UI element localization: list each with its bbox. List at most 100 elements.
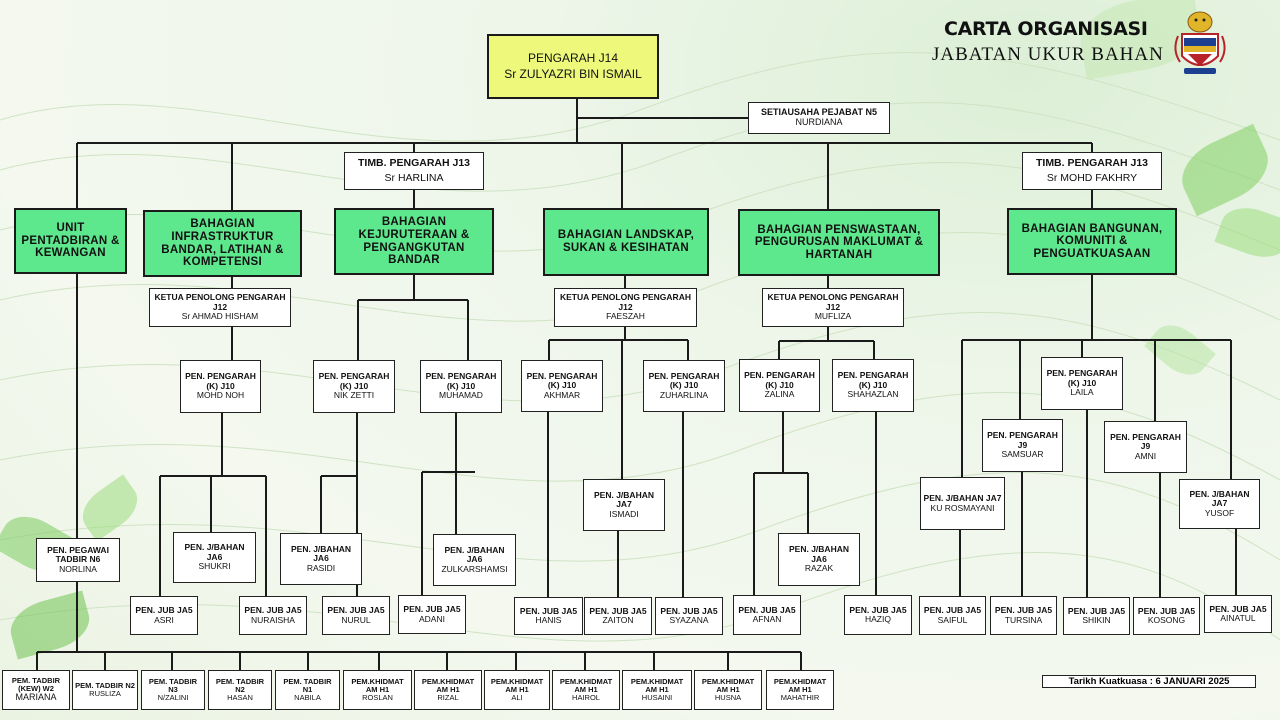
position-title: PEN. PENGARAH (K) J10 — [318, 371, 390, 391]
position-title: PEN. JUB JA5 — [327, 605, 385, 616]
position-box: KETUA PENOLONG PENGARAH J12 Sr AHMAD HIS… — [149, 288, 291, 327]
position-box: KETUA PENOLONG PENGARAH J12 MUFLIZA — [762, 288, 904, 327]
position-box: PEN. J/BAHAN JA6 RAZAK — [778, 533, 860, 586]
section-box: BAHAGIAN LANDSKAP, SUKAN & KESIHATAN — [543, 208, 709, 276]
position-title: PEM. TADBIR N3 — [148, 676, 198, 694]
position-name: HUSNA — [714, 693, 742, 703]
position-box: PEN. JUB JA5 NURUL — [322, 596, 390, 635]
position-title: PEN. J/BAHAN JA7 — [1189, 488, 1250, 509]
position-name: N/ZALINI — [157, 693, 189, 703]
section-label: BAHAGIAN INFRASTRUKTUR BANDAR, LATIHAN &… — [161, 218, 284, 269]
position-title: PEN. J/BAHAN JA6 — [444, 544, 505, 565]
position-box: PEN. PENGARAH (K) J10 ZUHARLINA — [643, 360, 725, 412]
position-box: PEM.KHIDMAT AM H1 HUSNA — [694, 670, 762, 710]
position-name: HASAN — [227, 693, 253, 703]
position-box: PEN. PENGARAH (K) J10 ZALINA — [739, 359, 820, 412]
position-title: PEN. PENGARAH (K) J10 — [1046, 368, 1118, 388]
position-title: KETUA PENOLONG PENGARAH J12 — [154, 292, 286, 312]
position-name: AMNI — [1134, 450, 1157, 461]
position-box: PEN. JUB JA5 AFNAN — [733, 595, 801, 635]
director-name: Sr ZULYAZRI BIN ISMAIL — [504, 67, 642, 81]
position-title: PEN. JUB JA5 — [1067, 605, 1126, 616]
chart-title: CARTA ORGANISASI — [944, 18, 1148, 40]
position-title: PEN. JUB JA5 — [660, 605, 718, 616]
position-title: PEM.KHIDMAT AM H1 — [773, 676, 827, 694]
position-box: PEN. JUB JA5 NURAISHA — [239, 596, 307, 635]
position-name: ALI — [511, 693, 523, 703]
position-box: PEN. PEGAWAI TADBIR N6 NORLINA — [36, 538, 120, 582]
position-title: PEM.KHIDMAT AM H1 — [351, 676, 404, 694]
position-box: PEN. PENGARAH (K) J10 AKHMAR — [521, 360, 603, 412]
position-box: PEN. PENGARAH (K) J10 MUHAMAD — [420, 360, 502, 413]
position-box: PEN. PENGARAH (K) J10 LAILA — [1041, 357, 1123, 410]
position-box: PEN. J/BAHAN JA6 RASIDI — [280, 533, 362, 585]
position-name: AINATUL — [1220, 613, 1256, 623]
position-name: NIK ZETTI — [333, 390, 375, 401]
position-title: PEN. J/BAHAN JA6 — [184, 542, 245, 562]
position-title: PEM.KHIDMAT AM H1 — [630, 676, 684, 694]
position-name: SAIFUL — [937, 614, 968, 625]
position-box: PEN. JUB JA5 TURSINA — [990, 596, 1057, 635]
position-title: PEN. JUB JA5 — [1137, 605, 1196, 616]
dbkl-crest-icon — [1174, 11, 1226, 74]
section-label: BAHAGIAN PENSWASTAAN, PENGURUSAN MAKLUMA… — [754, 223, 924, 261]
deputy-name: Sr MOHD FAKHRY — [1046, 171, 1138, 184]
secretary-name: NURDIANA — [795, 117, 843, 127]
position-title: PEN. J/BAHAN JA7 — [923, 493, 1002, 504]
position-box: PEN. PENGARAH J9 SAMSUAR — [982, 419, 1063, 472]
position-name: KOSONG — [1147, 615, 1186, 625]
deputy-director-box: TIMB. PENGARAH J13 Sr HARLINA — [344, 152, 484, 190]
position-name: MUHAMAD — [439, 390, 483, 401]
position-title: PEN. JUB JA5 — [994, 605, 1053, 616]
section-label: UNIT PENTADBIRAN & KEWANGAN — [21, 222, 120, 260]
position-box: PEN. J/BAHAN JA7 ISMADI — [583, 479, 665, 531]
section-label: BAHAGIAN LANDSKAP, SUKAN & KESIHATAN — [557, 229, 695, 254]
position-box: PEM. TADBIR N2 HASAN — [208, 670, 272, 710]
position-box: PEM. TADBIR N3 N/ZALINI — [141, 670, 205, 710]
position-name: SHAHAZLAN — [847, 389, 899, 400]
position-box: PEN. JUB JA5 ASRI — [130, 596, 198, 635]
position-title: PEN. PEGAWAI TADBIR N6 — [47, 544, 109, 565]
position-title: PEN. PENGARAH J9 — [987, 430, 1058, 450]
deputy-title: TIMB. PENGARAH J13 — [357, 156, 471, 169]
position-title: PEM.KHIDMAT AM H1 — [490, 676, 544, 694]
secretary-box: SETIAUSAHA PEJABAT N5 NURDIANA — [748, 102, 890, 134]
position-box: PEN. JUB JA5 AINATUL — [1204, 595, 1272, 633]
position-name: AFNAN — [752, 614, 782, 624]
position-title: PEN. PENGARAH (K) J10 — [425, 371, 497, 391]
position-box: PEM. TADBIR N2 RUSLIZA — [72, 670, 138, 710]
section-box: BAHAGIAN INFRASTRUKTUR BANDAR, LATIHAN &… — [143, 210, 302, 277]
position-box: PEN. J/BAHAN JA7 YUSOF — [1179, 479, 1260, 529]
position-title: PEN. JUB JA5 — [849, 604, 907, 615]
position-title: PEM. TADBIR N2 — [215, 676, 265, 694]
position-box: PEN. JUB JA5 HAZIQ — [844, 595, 912, 635]
position-name: SHUKRI — [198, 561, 231, 572]
secretary-title: SETIAUSAHA PEJABAT N5 — [760, 107, 877, 118]
position-name: RASIDI — [306, 562, 336, 573]
position-name: MAHATHIR — [780, 693, 820, 703]
position-title: PEM. TADBIR (KEW) W2 — [11, 675, 61, 694]
position-name: NORLINA — [59, 563, 97, 574]
section-box: UNIT PENTADBIRAN & KEWANGAN — [14, 208, 127, 274]
position-name: TURSINA — [1004, 614, 1043, 625]
position-name: RAZAK — [804, 563, 834, 574]
effective-date: Tarikh Kuatkuasa : 6 JANUARI 2025 — [1042, 675, 1256, 688]
position-box: PEN. JUB JA5 ZAITON — [584, 597, 652, 635]
section-box: BAHAGIAN KEJURUTERAAN & PENGANGKUTAN BAN… — [334, 208, 494, 275]
position-title: PEM. TADBIR N1 — [283, 676, 332, 694]
position-box: PEM. TADBIR N1 NABILA — [275, 670, 340, 710]
position-box: PEN. JUB JA5 KOSONG — [1133, 597, 1200, 635]
position-title: PEN. JUB JA5 — [738, 604, 796, 615]
position-name: FAESZAH — [606, 311, 645, 322]
position-name: MOHD NOH — [196, 390, 245, 401]
deputy-title: TIMB. PENGARAH J13 — [1035, 156, 1149, 169]
position-title: PEN. JUB JA5 — [923, 605, 982, 616]
position-name: ADANI — [419, 613, 445, 624]
position-title: PEN. J/BAHAN JA6 — [789, 544, 849, 564]
position-box: PEN. JUB JA5 HANIS — [514, 597, 583, 635]
position-name: HAZIQ — [865, 614, 891, 624]
position-title: PEN. PENGARAH (K) J10 — [648, 370, 720, 391]
position-box: PEN. JUB JA5 SHIKIN — [1063, 597, 1130, 635]
position-box: PEN. JUB JA5 SAIFUL — [919, 596, 986, 635]
